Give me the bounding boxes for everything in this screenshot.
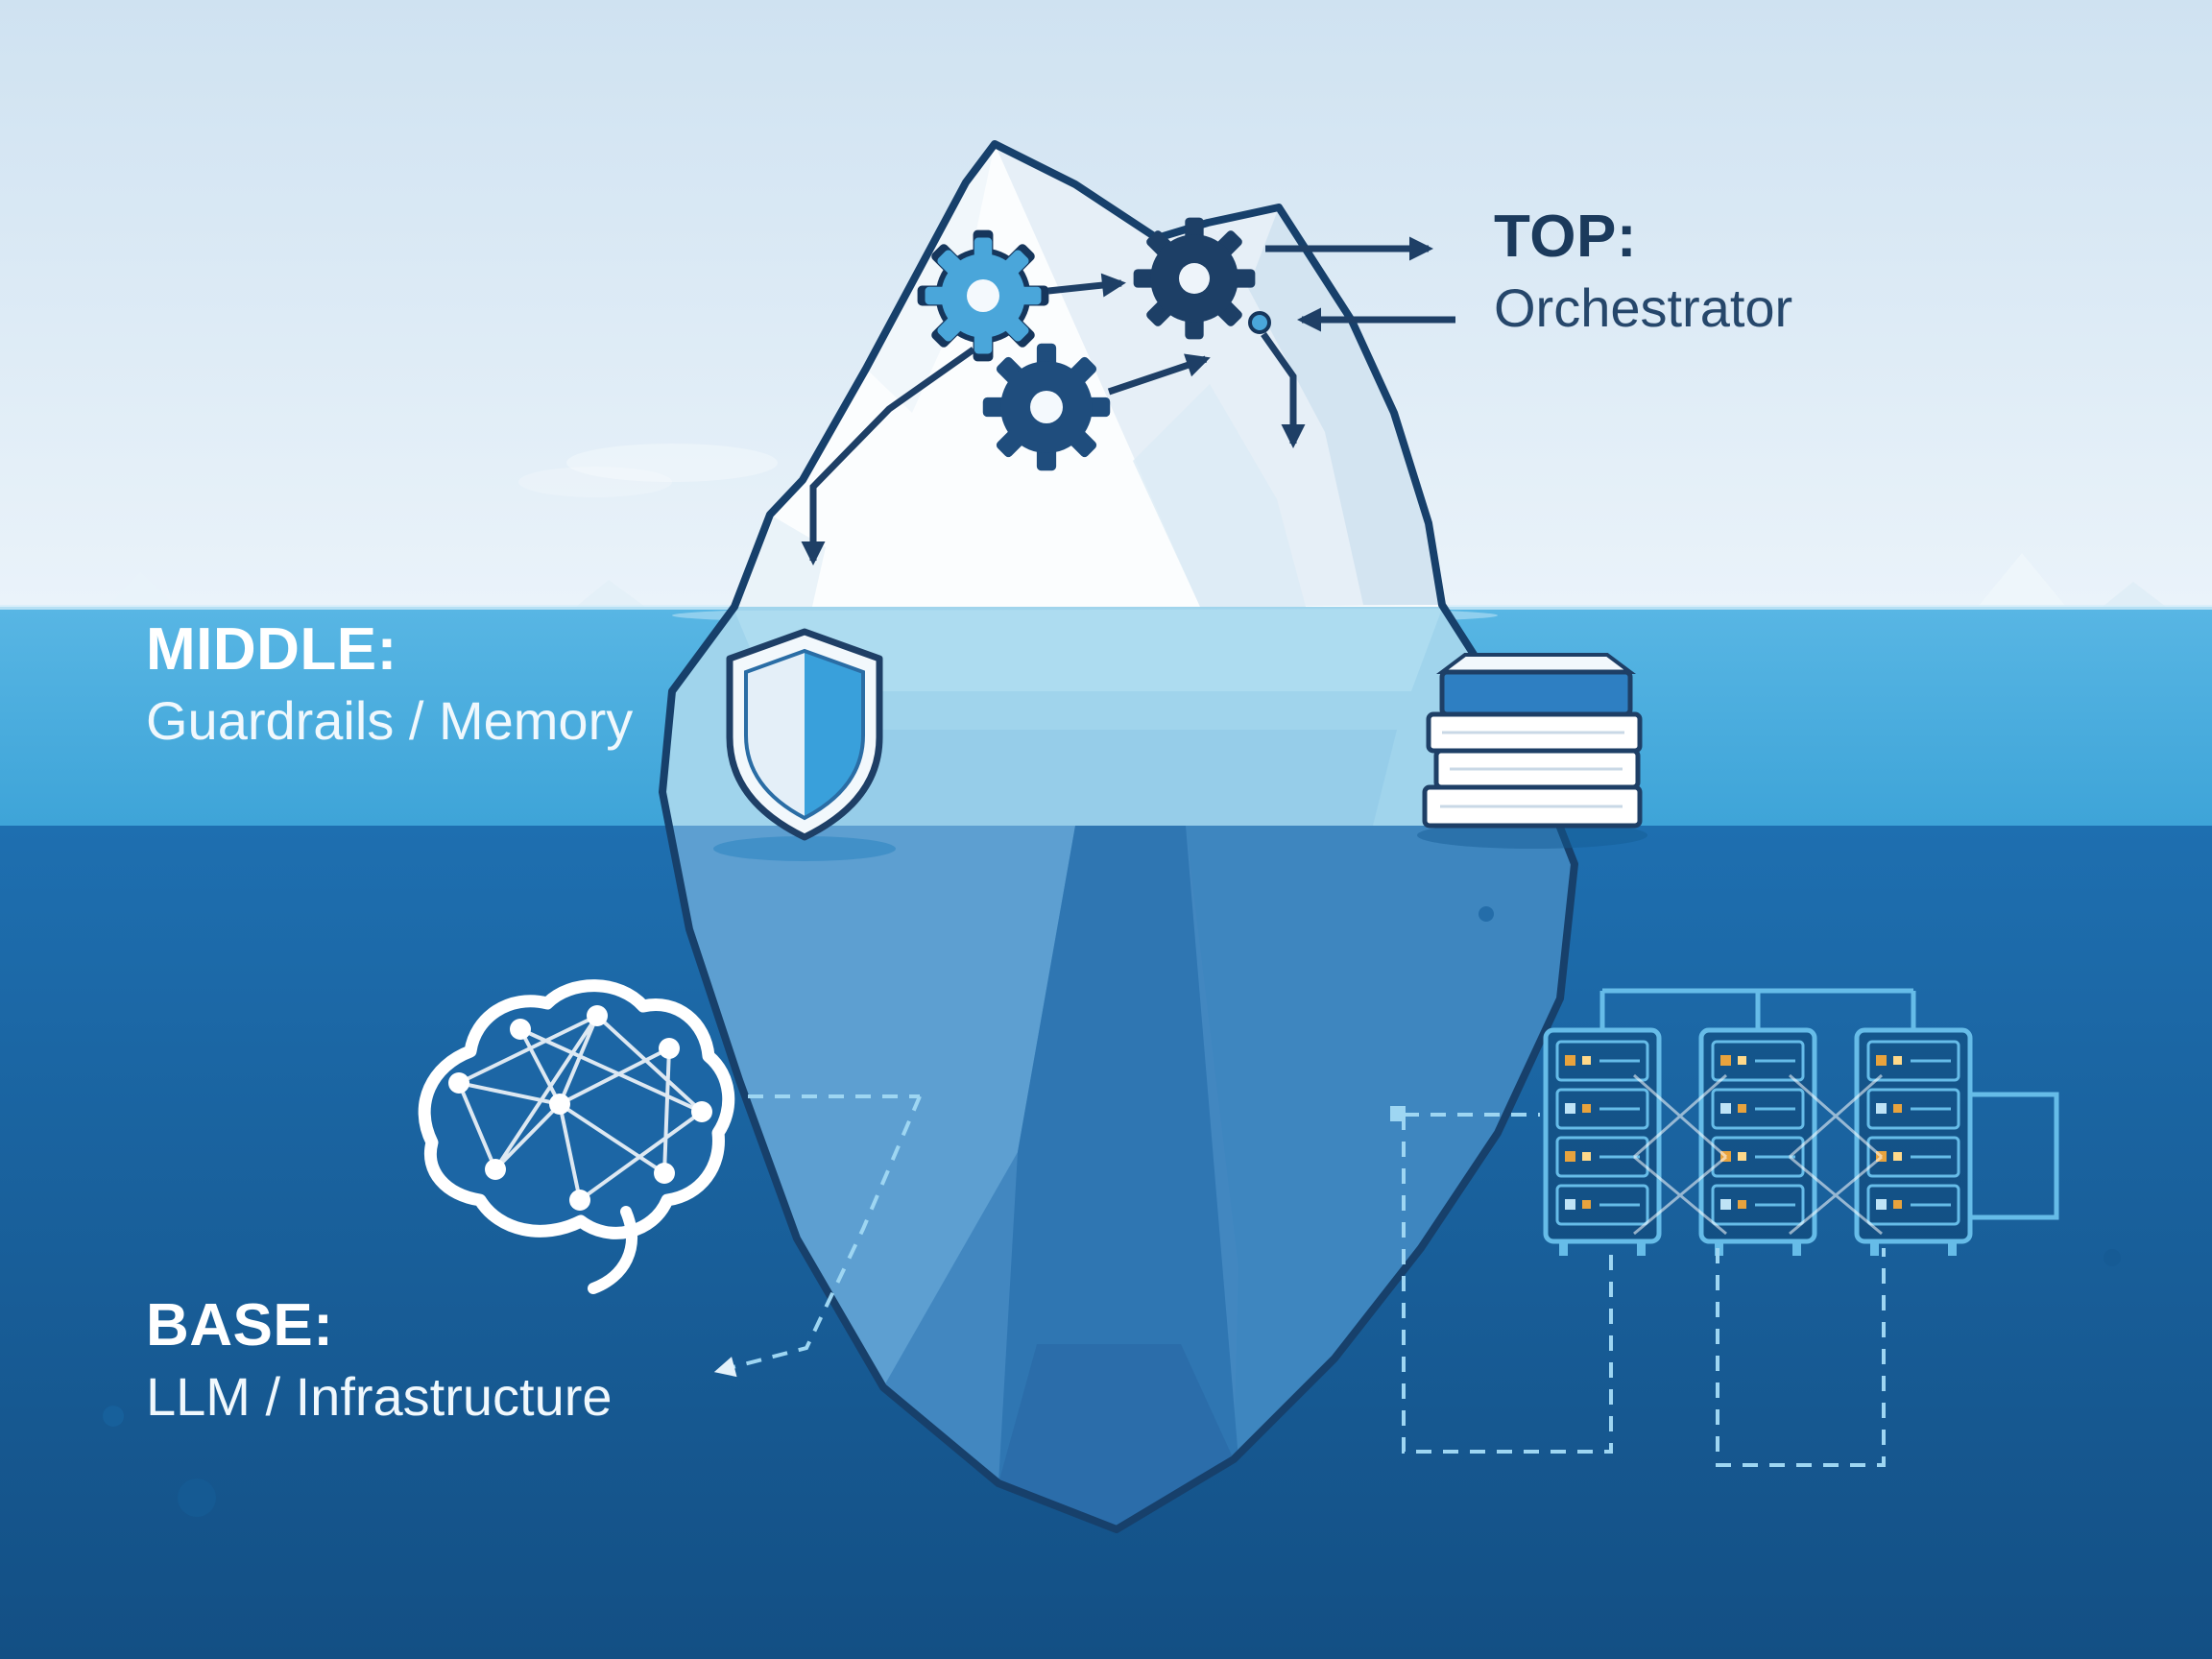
middle-layer-label: MIDDLE: Guardrails / Memory: [146, 616, 634, 752]
base-layer-text: LLM / Infrastructure: [146, 1365, 613, 1427]
arrow-gear1-gear2: [1047, 273, 1126, 298]
middle-layer-text: Guardrails / Memory: [146, 689, 634, 751]
books-icon: [1417, 653, 1647, 849]
top-layer-text: Orchestrator: [1494, 276, 1793, 338]
iceberg-band-section: [662, 607, 1575, 826]
node-dot: [1248, 311, 1271, 334]
shield-icon: [713, 628, 896, 861]
cloud: [566, 444, 778, 482]
gears-icon: [917, 217, 1256, 471]
brain-icon: [418, 979, 735, 1294]
arrow-node-down: [1261, 331, 1306, 448]
iceberg-deep-section: [662, 826, 1575, 1529]
connector-square: [1390, 1106, 1406, 1121]
middle-layer-heading: MIDDLE:: [146, 616, 397, 683]
horizon-icebergs: [108, 553, 2166, 607]
rack-network-links: [1633, 1073, 1883, 1236]
base-layer-heading: BASE:: [146, 1292, 334, 1358]
rack-right-bracket: [1970, 1092, 2059, 1220]
water-specks: [103, 906, 2121, 1517]
arrow-down-to-shield: [801, 347, 976, 565]
base-layer-label: BASE: LLM / Infrastructure: [146, 1292, 613, 1428]
top-layer-heading: TOP:: [1494, 204, 1637, 270]
brain-network-links: [457, 1014, 704, 1202]
cloud: [518, 467, 672, 497]
dashed-rack-loop-2: [1716, 1248, 1886, 1467]
rack-bus-lines: [1599, 988, 1916, 1030]
brain-network-nodes: [448, 1005, 712, 1211]
dashed-connectors: [713, 1094, 1886, 1467]
server-racks-icon: [1546, 988, 2059, 1256]
dashed-rack-loop-1: [1402, 1115, 1613, 1454]
arrow-gear3-right: [1107, 353, 1211, 396]
flow-arrows: [801, 236, 1455, 565]
top-layer-label: TOP: Orchestrator: [1494, 204, 1793, 339]
